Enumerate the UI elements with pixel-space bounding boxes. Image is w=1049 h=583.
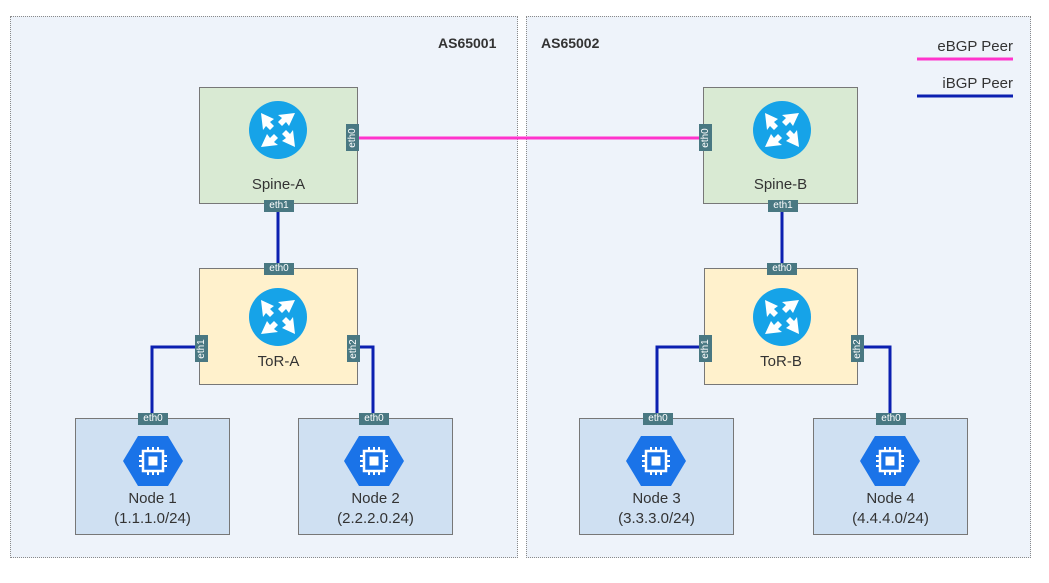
- chip-icon: [344, 435, 404, 487]
- node-2[interactable]: Node 2 (2.2.2.0.24) eth0: [298, 413, 453, 535]
- spine-a-port-eth1[interactable]: eth1: [264, 200, 294, 212]
- node-3-port-eth0[interactable]: eth0: [643, 413, 673, 425]
- ibgp-link-tor-b-node4: [862, 345, 892, 414]
- node-4[interactable]: Node 4 (4.4.4.0/24) eth0: [813, 413, 968, 535]
- node-4-label: Node 4: [866, 490, 915, 507]
- tor-a-label: ToR-A: [257, 353, 300, 370]
- node-1-subnet: (1.1.1.0/24): [114, 510, 191, 527]
- node-4-port-eth0[interactable]: eth0: [876, 413, 906, 425]
- tor-b-label: ToR-B: [760, 353, 802, 370]
- tor-b-port-eth1[interactable]: eth1: [699, 335, 712, 362]
- node-4-subnet: (4.4.4.0/24): [852, 510, 929, 527]
- chip-icon: [626, 435, 686, 487]
- as-label-65001: AS65001: [438, 35, 497, 51]
- spine-a-router[interactable]: Spine-A eth0 eth1: [199, 87, 359, 212]
- node-1[interactable]: Node 1 (1.1.1.0/24) eth0: [75, 413, 230, 535]
- ibgp-link-tor-b-node3: [655, 345, 700, 414]
- spine-b-router[interactable]: Spine-B eth0 eth1: [699, 87, 858, 212]
- router-icon: [249, 288, 307, 346]
- node-3[interactable]: Node 3 (3.3.3.0/24) eth0: [579, 413, 734, 535]
- tor-a-port-eth1[interactable]: eth1: [195, 335, 208, 362]
- node-3-subnet: (3.3.3.0/24): [618, 510, 695, 527]
- node-2-subnet: (2.2.2.0.24): [337, 510, 414, 527]
- node-3-label: Node 3: [632, 490, 681, 507]
- tor-a-switch[interactable]: ToR-A eth0 eth1 eth2: [195, 263, 360, 385]
- router-icon: [249, 101, 307, 159]
- chip-icon: [123, 435, 183, 487]
- tor-a-port-eth2[interactable]: eth2: [347, 335, 360, 362]
- tor-b-switch[interactable]: ToR-B eth0 eth1 eth2: [699, 263, 864, 385]
- tor-b-port-eth0[interactable]: eth0: [767, 263, 797, 275]
- spine-a-port-eth0[interactable]: eth0: [346, 124, 359, 151]
- ibgp-link-tor-a-node1: [150, 345, 195, 414]
- as-label-65002: AS65002: [541, 35, 600, 51]
- node-2-port-eth0[interactable]: eth0: [359, 413, 389, 425]
- router-icon: [753, 101, 811, 159]
- spine-a-label: Spine-A: [251, 176, 306, 193]
- chip-icon: [860, 435, 920, 487]
- tor-a-port-eth0[interactable]: eth0: [264, 263, 294, 275]
- spine-b-label: Spine-B: [753, 176, 808, 193]
- node-1-port-eth0[interactable]: eth0: [138, 413, 168, 425]
- spine-b-port-eth0[interactable]: eth0: [699, 124, 712, 151]
- spine-b-port-eth1[interactable]: eth1: [768, 200, 798, 212]
- legend-ibgp-label: iBGP Peer: [942, 75, 1013, 92]
- router-icon: [753, 288, 811, 346]
- legend-ebgp-label: eBGP Peer: [937, 38, 1013, 55]
- node-1-label: Node 1: [128, 490, 177, 507]
- node-2-label: Node 2: [351, 490, 400, 507]
- ibgp-link-tor-a-node2: [358, 345, 375, 414]
- tor-b-port-eth2[interactable]: eth2: [851, 335, 864, 362]
